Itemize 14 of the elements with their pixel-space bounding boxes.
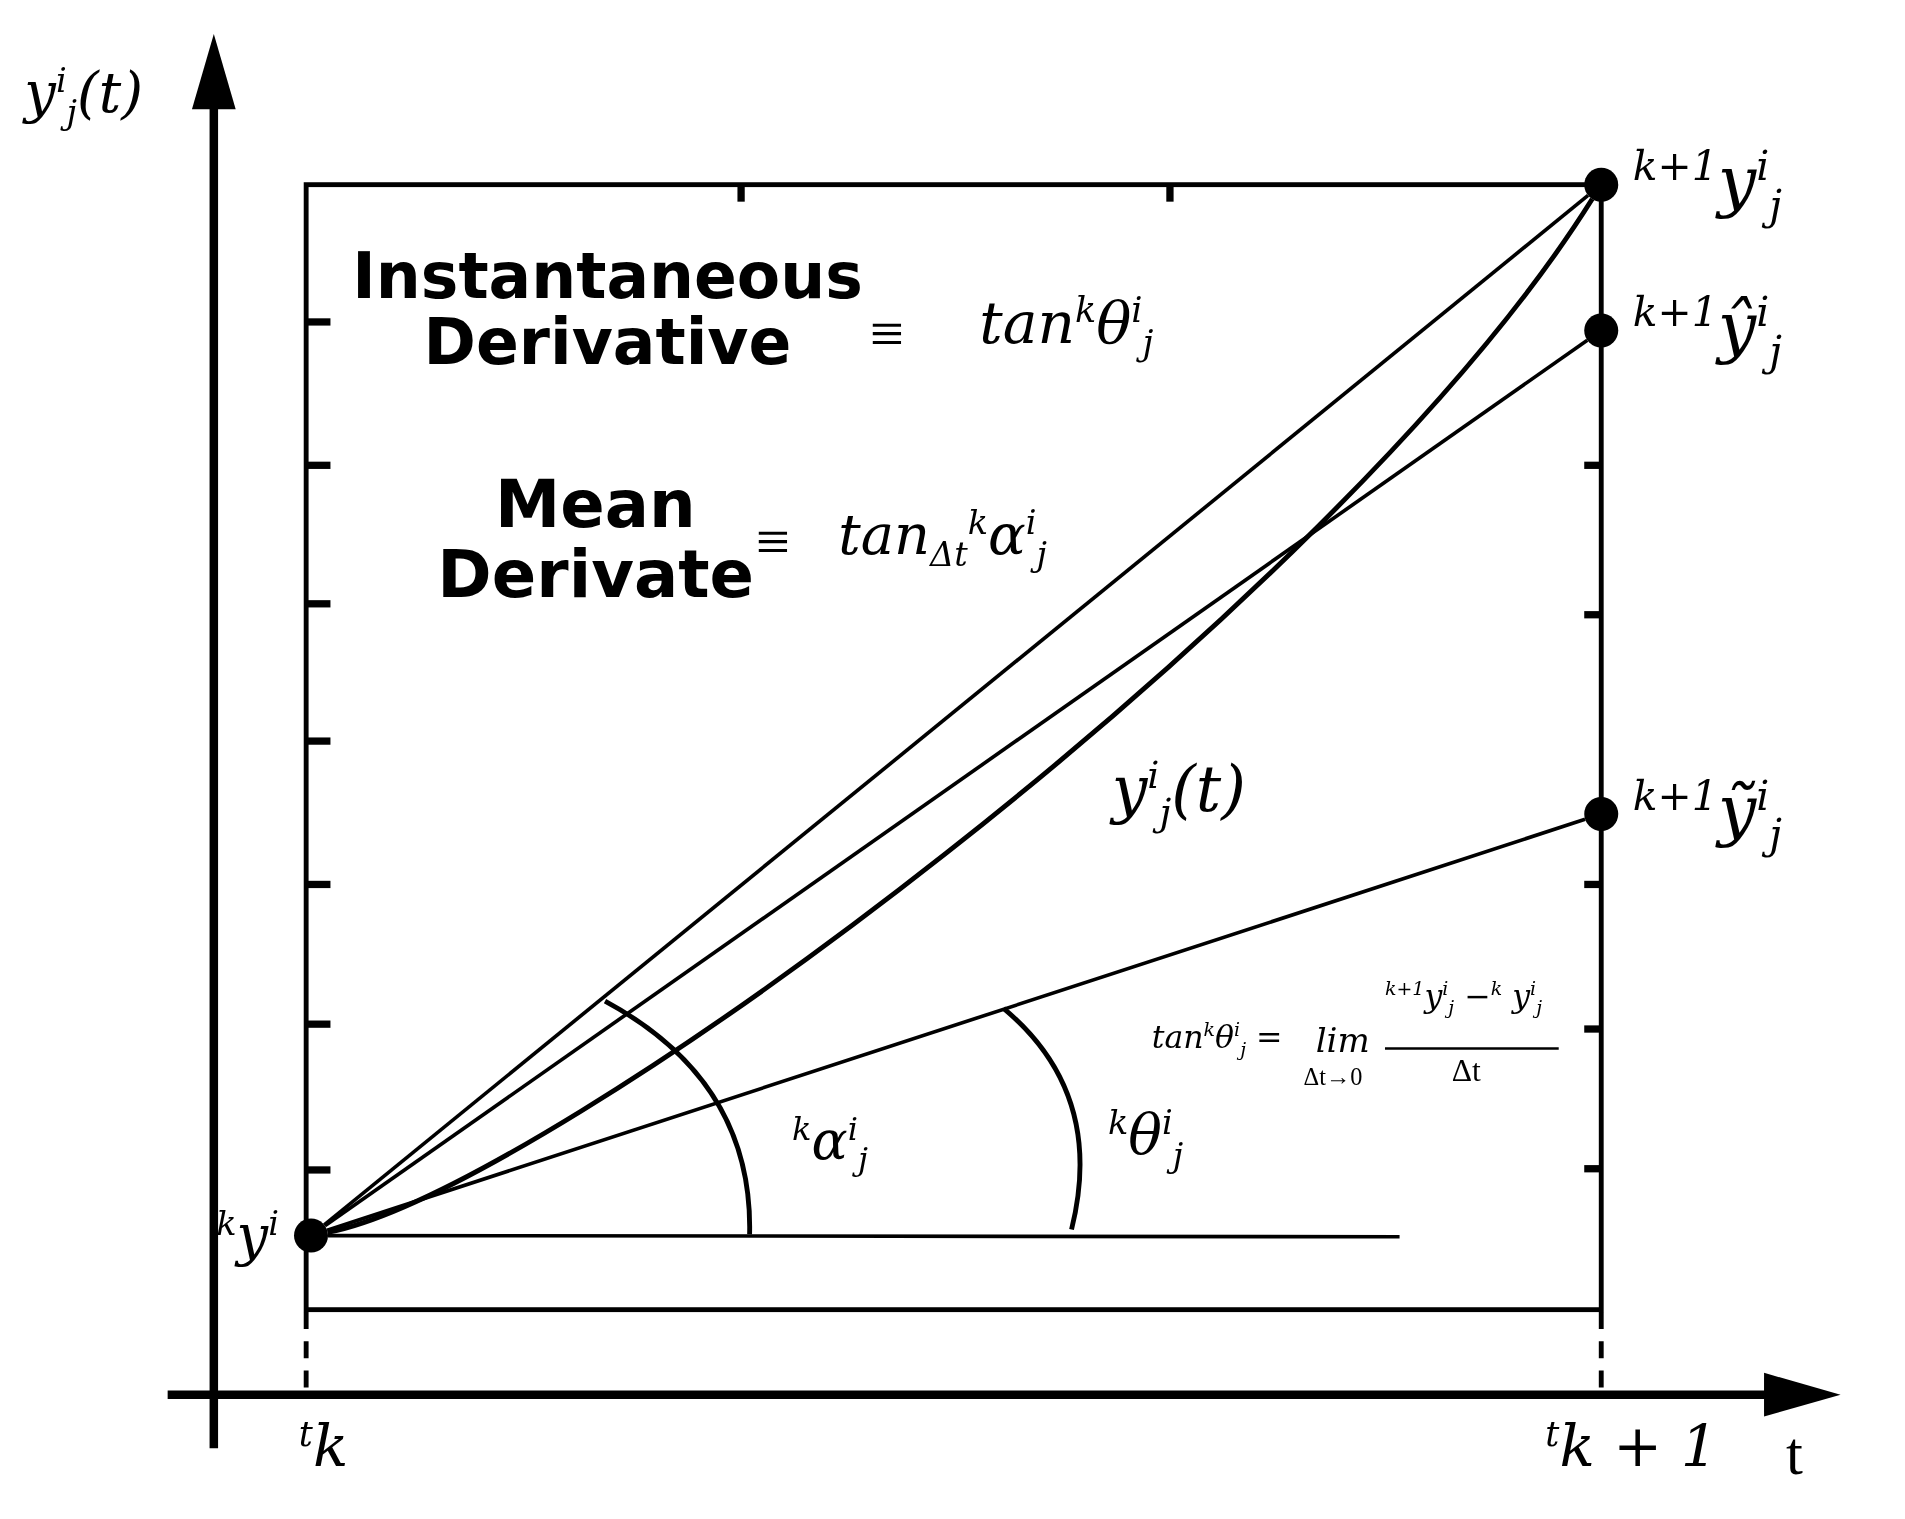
tick-label: $^{t}$k	[298, 1415, 349, 1477]
formula: tan$^{k}$θ$^{i}$$_{j}$ =	[1151, 1020, 1283, 1060]
formula: Δt→0	[1303, 1064, 1363, 1090]
equivalence-sign: ≡	[755, 510, 790, 575]
heading-text: Mean Derivate	[437, 471, 754, 610]
point-label: $^{k}$y$^{i}$	[216, 1202, 279, 1269]
heading-text: Instantaneous Derivative	[352, 243, 863, 376]
formula: Δt	[1451, 1054, 1481, 1088]
formula: lim	[1315, 1022, 1370, 1059]
axis-label: y$^{i}$$_{j}$(t)	[24, 63, 144, 132]
axis-label: t	[1785, 1421, 1803, 1486]
tick-label: $^{t}$k + 1	[1545, 1415, 1718, 1477]
straight-line	[326, 817, 1586, 1232]
equivalence-sign: ≡	[869, 301, 905, 366]
